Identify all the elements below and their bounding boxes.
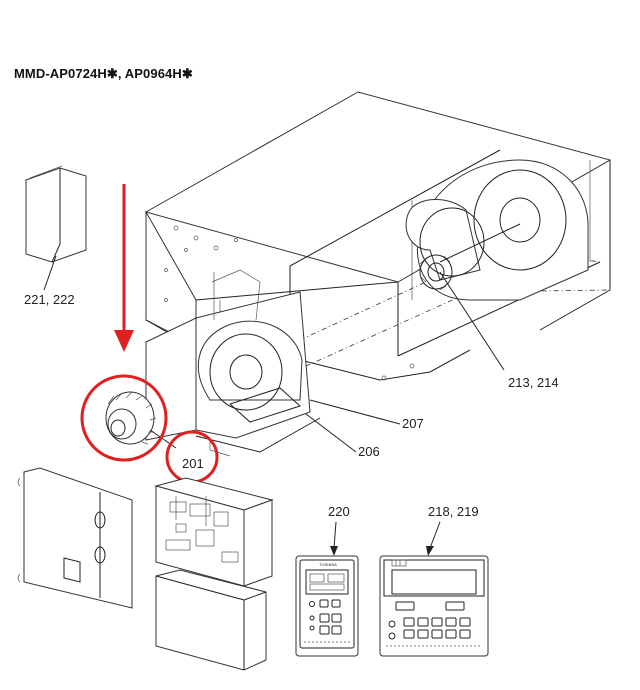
highlight-annotations bbox=[80, 184, 219, 484]
remote-small-screen bbox=[305, 569, 349, 595]
label-manual: 221, 222 bbox=[24, 292, 75, 307]
manual-booklet bbox=[25, 165, 87, 263]
arrow-head bbox=[114, 330, 134, 352]
blower-left bbox=[145, 269, 321, 457]
electrical-cover bbox=[17, 467, 133, 609]
fan-motor bbox=[105, 391, 177, 449]
leader-remote-small-head bbox=[330, 546, 338, 556]
page-title: MMD-AP0724H✱, AP0964H✱ bbox=[14, 66, 193, 81]
remote-small: TOSHIBA bbox=[295, 555, 359, 657]
control-box-cover bbox=[155, 569, 267, 671]
remote-large bbox=[379, 555, 489, 657]
leader-remote-large bbox=[429, 521, 441, 549]
remote-large-screen bbox=[391, 569, 477, 595]
label-fan-right: 213, 214 bbox=[508, 375, 559, 390]
leader-motor-mount bbox=[305, 413, 357, 453]
leader-manual bbox=[43, 255, 57, 291]
remote-small-brand: TOSHIBA bbox=[319, 562, 337, 567]
leader-remote-large-head bbox=[426, 546, 434, 556]
blower-right bbox=[405, 159, 589, 301]
impeller-right bbox=[419, 254, 453, 291]
label-remote-small: 220 bbox=[328, 504, 350, 519]
control-box bbox=[154, 477, 274, 587]
label-duct: 207 bbox=[402, 416, 424, 431]
leader-fan-right bbox=[439, 271, 505, 371]
leader-duct bbox=[309, 399, 401, 425]
label-remote-large: 218, 219 bbox=[428, 504, 479, 519]
leader-remote-small bbox=[333, 521, 337, 549]
label-motor-mount: 206 bbox=[358, 444, 380, 459]
motor-highlight-circle bbox=[80, 374, 168, 462]
label-fan-motor: 201 bbox=[182, 456, 204, 471]
